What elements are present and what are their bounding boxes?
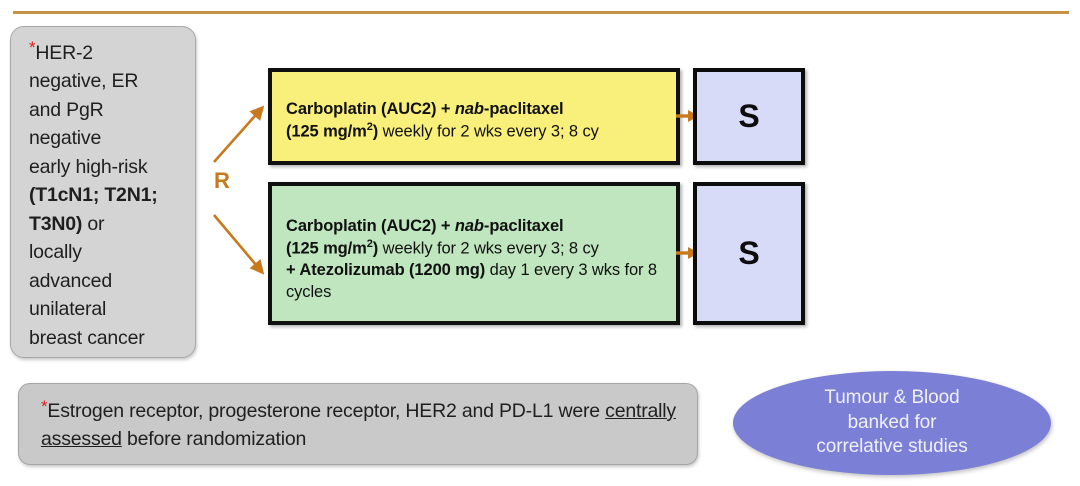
arm-b-dose: (125 mg/m [286, 239, 367, 258]
arm-a-drug-prefix: Carboplatin (AUC2) + [286, 100, 455, 118]
arm-a-drug-italic: nab [454, 100, 484, 118]
eligibility-criteria-panel: *HER-2 negative, ER and PgR negative ear… [10, 26, 196, 358]
eligibility-line-1: HER-2 [35, 42, 93, 64]
correlative-studies-text: Tumour & Blood banked for correlative st… [816, 386, 967, 460]
footnote-part-2: before randomization [121, 427, 307, 450]
surgery-box-arm-a: S [693, 68, 805, 165]
header-divider-rule [13, 11, 1069, 14]
footnote-emphasis: centrally assessed [41, 400, 676, 450]
arm-b-dose-close: ) [372, 239, 379, 258]
eligibility-line-4: negative [29, 127, 102, 150]
arm-a-dose: (125 mg/m [286, 122, 367, 141]
correlative-line-3: correlative studies [816, 436, 968, 458]
eligibility-line-8: locally [29, 241, 82, 264]
eligibility-asterisk-marker: * [29, 38, 36, 57]
eligibility-stage-line-1: (T1cN1; T2N1; [29, 184, 158, 207]
correlative-line-2: banked for [847, 411, 937, 433]
surgery-label-arm-a: S [738, 98, 760, 134]
arm-b-drug-suffix: -paclitaxel [483, 217, 564, 235]
correlative-line-1: Tumour & Blood [824, 386, 960, 408]
footnote-text: *Estrogen receptor, progesterone recepto… [41, 398, 683, 453]
arm-b-dose-exponent: 2 [366, 238, 373, 251]
surgery-label-arm-b: S [738, 235, 760, 271]
footnote-panel: *Estrogen receptor, progesterone recepto… [18, 383, 698, 465]
arm-a-schedule: weekly for 2 wks every 3; 8 cy [378, 122, 599, 141]
arm-b-schedule: weekly for 2 wks every 3; 8 cy [378, 239, 599, 258]
footnote-part-1: Estrogen receptor, progesterone receptor… [47, 400, 606, 422]
randomization-arrows-icon [213, 105, 265, 275]
eligibility-line-3: and PgR [29, 98, 104, 121]
randomization-group: R [196, 60, 270, 320]
footnote-asterisk-marker: * [41, 397, 48, 416]
arm-a-drug-suffix: -paclitaxel [483, 100, 564, 118]
surgery-box-arm-b: S [693, 182, 805, 325]
eligibility-stage-line-2: T3N0) [29, 212, 83, 235]
correlative-studies-ellipse: Tumour & Blood banked for correlative st… [733, 371, 1051, 475]
randomization-label: R [214, 168, 230, 193]
arm-b-addon-schedule: day 1 every 3 wks for 8 cycles [286, 261, 658, 301]
treatment-arm-a-box: Carboplatin (AUC2) + nab-paclitaxel (125… [268, 68, 680, 165]
arm-b-addon-drug: + Atezolizumab (1200 mg) [286, 261, 486, 280]
treatment-arm-b-box: Carboplatin (AUC2) + nab-paclitaxel (125… [268, 182, 680, 325]
treatment-arm-a-text: Carboplatin (AUC2) + nab-paclitaxel (125… [286, 99, 666, 143]
arm-b-drug-italic: nab [454, 217, 484, 235]
eligibility-criteria-text: *HER-2 negative, ER and PgR negative ear… [29, 39, 185, 352]
eligibility-line-2: negative, ER [29, 70, 139, 93]
eligibility-line-11: breast cancer [29, 326, 145, 349]
eligibility-line-10: unilateral [29, 298, 107, 321]
eligibility-line-5: early high-risk [29, 155, 148, 178]
arm-a-dose-close: ) [372, 122, 379, 141]
arm-a-dose-exponent: 2 [366, 121, 373, 134]
treatment-arm-b-text: Carboplatin (AUC2) + nab-paclitaxel (125… [286, 216, 666, 303]
eligibility-line-7-suffix: or [82, 212, 105, 235]
eligibility-line-9: advanced [29, 269, 112, 292]
arm-b-drug-prefix: Carboplatin (AUC2) + [286, 217, 455, 235]
